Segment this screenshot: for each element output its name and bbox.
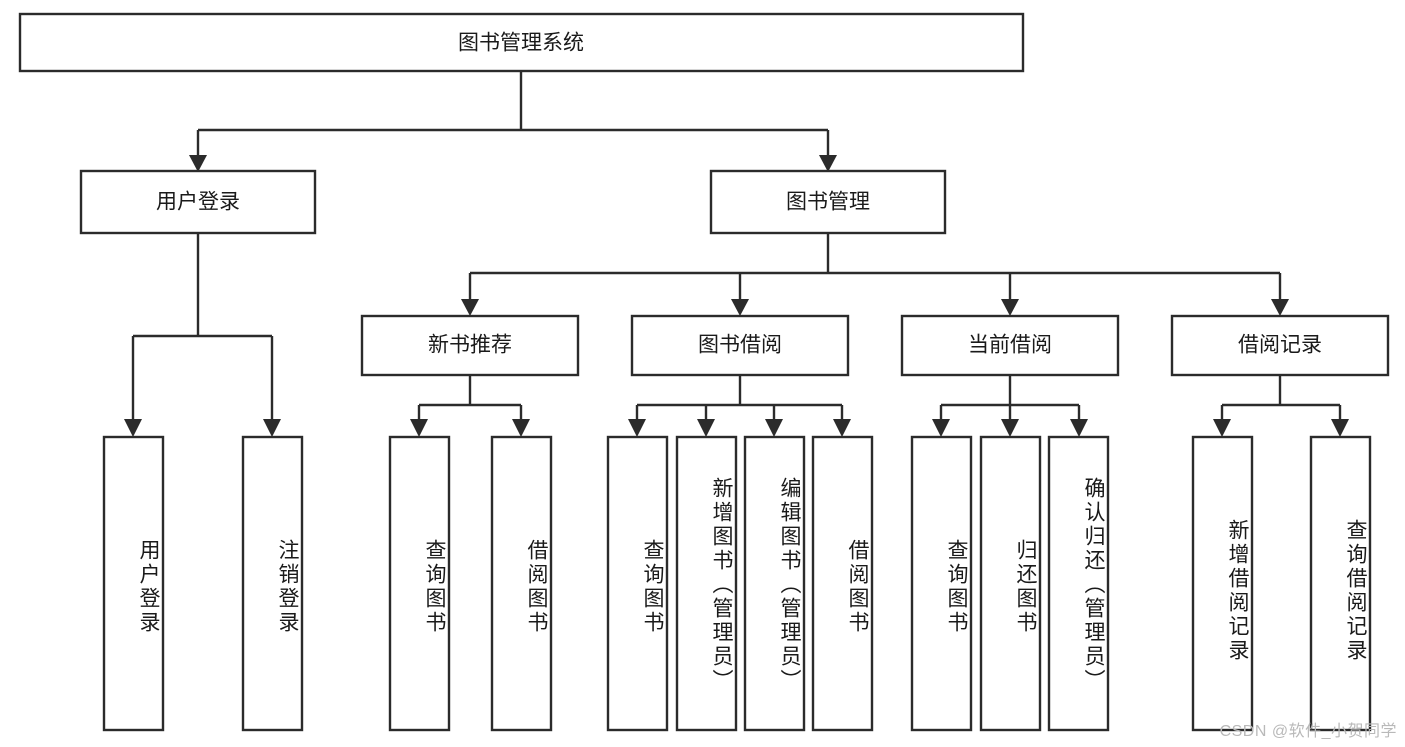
arrowhead-br-leaf-2: [1331, 419, 1349, 437]
arrowhead-borrow-record: [1271, 299, 1289, 316]
arrowhead-bb-leaf-4: [833, 419, 851, 437]
arrowhead-leaf-user-login: [124, 419, 142, 437]
arrowhead-book-borrow: [731, 299, 749, 316]
node-new-book-recommend[interactable]: [360, 314, 580, 377]
leaf-box-user-login[interactable]: [102, 435, 165, 732]
leaf-box-bb-borrow-book[interactable]: [811, 435, 874, 732]
leaf-box-bb-add-book-admin[interactable]: [675, 435, 738, 732]
arrowhead-cb-leaf-1: [932, 419, 950, 437]
arrowhead-bb-leaf-1: [628, 419, 646, 437]
node-root-label: 图书管理系统: [458, 32, 584, 55]
leaf-box-cb-query-book[interactable]: [910, 435, 973, 732]
arrowhead-book-mgmt: [819, 155, 837, 172]
csdn-watermark: CSDN @软件_小贺同学: [1219, 723, 1397, 740]
connector-group-book-borrow: [628, 375, 851, 437]
arrowhead-cb-leaf-2: [1001, 419, 1019, 437]
node-root-book-management-system[interactable]: [18, 12, 1025, 73]
leaf-box-bb-query-book[interactable]: [606, 435, 669, 732]
node-book-management-label: 图书管理: [786, 191, 870, 214]
arrowhead-current-borrow: [1001, 299, 1019, 316]
arrowhead-nb-leaf-2: [512, 419, 530, 437]
leaf-box-bb-edit-book-admin[interactable]: [743, 435, 806, 732]
arrowhead-new-book-recommend: [461, 299, 479, 316]
leaf-box-br-query-record[interactable]: [1309, 435, 1372, 732]
leaf-box-cb-return-book[interactable]: [979, 435, 1042, 732]
leaf-box-cb-confirm-return-admin[interactable]: [1047, 435, 1110, 732]
node-new-book-recommend-label: 新书推荐: [428, 334, 512, 357]
arrowhead-cb-leaf-3: [1070, 419, 1088, 437]
connector-group-current-borrow: [932, 375, 1088, 437]
node-book-borrow-label: 图书借阅: [698, 334, 782, 357]
connector-group-new-book-recommend: [410, 375, 530, 437]
arrowhead-bb-leaf-2: [697, 419, 715, 437]
node-book-borrow[interactable]: [630, 314, 850, 377]
arrowhead-bb-leaf-3: [765, 419, 783, 437]
connector-group-root: [189, 71, 837, 172]
leaf-box-br-add-record[interactable]: [1191, 435, 1254, 732]
node-book-management[interactable]: [709, 169, 947, 235]
node-borrow-record[interactable]: [1170, 314, 1390, 377]
leaf-box-logout[interactable]: [241, 435, 304, 732]
node-user-login[interactable]: [79, 169, 317, 235]
node-user-login-label: 用户登录: [156, 191, 240, 214]
arrowhead-user-login: [189, 155, 207, 172]
leaf-box-nb-borrow-book[interactable]: [490, 435, 553, 732]
node-current-borrow[interactable]: [900, 314, 1120, 377]
arrowhead-leaf-logout: [263, 419, 281, 437]
arrowhead-nb-leaf-1: [410, 419, 428, 437]
arrowhead-br-leaf-1: [1213, 419, 1231, 437]
node-borrow-record-label: 借阅记录: [1238, 334, 1322, 357]
leaf-box-nb-query-book[interactable]: [388, 435, 451, 732]
connector-group-book-mgmt: [461, 233, 1289, 316]
node-current-borrow-label: 当前借阅: [968, 334, 1052, 357]
connector-group-borrow-record: [1213, 375, 1349, 437]
connector-group-user-login: [124, 233, 281, 437]
